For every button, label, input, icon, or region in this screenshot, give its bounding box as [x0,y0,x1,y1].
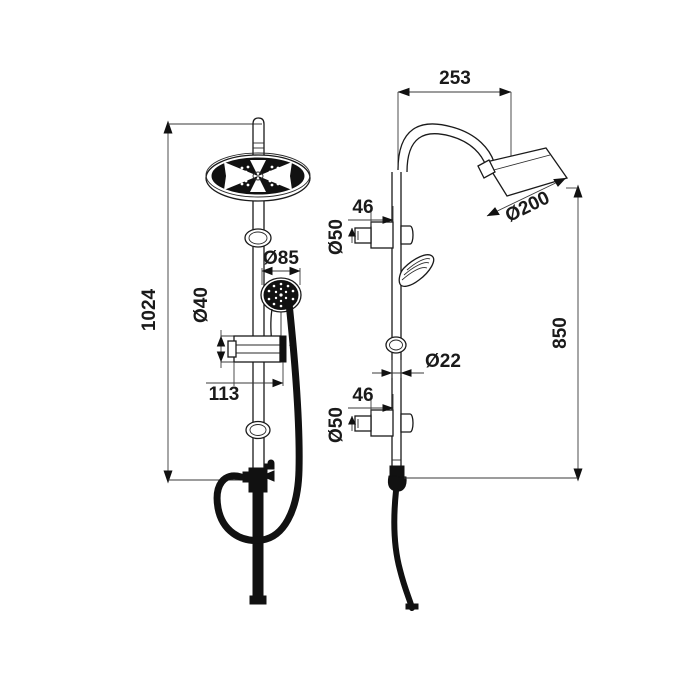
shower-hose-side [391,488,419,611]
label-overall-height: 1024 [139,288,160,331]
lower-slider-ring-front [245,420,271,440]
shower-head-spokes [224,160,292,192]
dimension-handset-diameter [261,266,301,285]
slider-bracket-front [227,335,287,363]
diverter-valve-front [242,459,275,493]
outlet-pipe-front [249,491,267,605]
lower-wall-bracket-side [354,409,414,437]
dimension-lower-bracket-depth [348,394,394,414]
slider-ring-side [385,336,407,354]
label-handset-diameter: Ø85 [263,248,299,269]
label-lower-bracket-diameter: Ø50 [326,407,347,443]
dimension-rail-height [404,184,583,482]
label-lower-bracket-depth: 46 [352,385,373,406]
shower-head-nozzles [228,165,290,187]
overhead-shower-head-side [477,147,569,197]
label-bracket-offset: 113 [209,384,240,405]
label-upper-bracket-diameter: Ø50 [326,219,347,255]
label-rail-diameter: Ø22 [425,351,461,372]
dimension-lower-bracket-diameter [348,415,356,431]
label-arm-projection: 253 [439,68,471,89]
dimension-overall-height [163,120,262,484]
upper-slider-ring-front [244,228,272,248]
dimension-upper-bracket-depth [348,206,394,226]
dimension-upper-bracket-diameter [348,227,356,243]
shower-hose-front [213,299,303,544]
dimension-head-diameter [486,177,567,217]
label-upper-bracket-depth: 46 [352,197,373,218]
dimension-rail-diameter [372,360,424,378]
side-view-group [348,87,583,611]
label-rail-height: 850 [550,317,571,349]
upper-wall-bracket-side [354,221,414,249]
label-bracket-height: Ø40 [191,287,212,323]
overhead-shower-head-front [205,152,311,202]
diverter-valve-side [387,465,407,492]
hand-shower-side [398,254,435,287]
dimension-bracket-offset [206,362,284,388]
front-view-group [163,117,311,605]
